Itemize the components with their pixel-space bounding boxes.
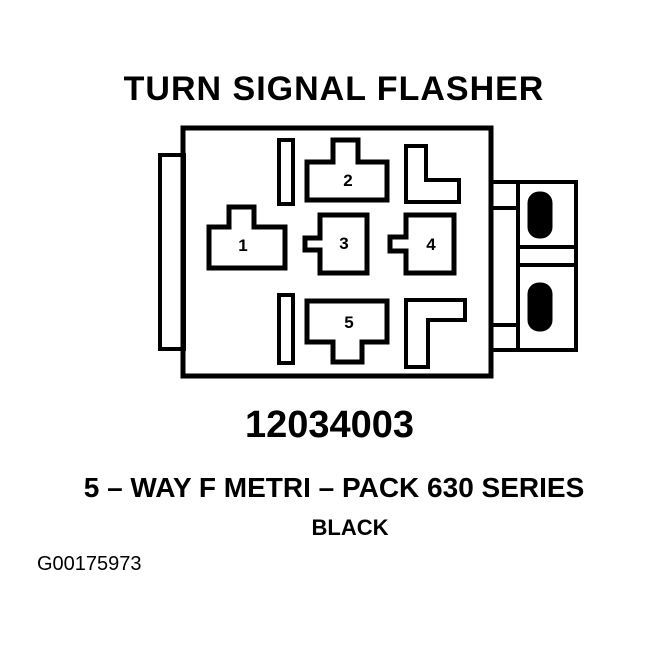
- right-latch-divider: [491, 206, 520, 327]
- key-l-bottom-right: [404, 298, 467, 369]
- pin-label-3: 3: [339, 234, 348, 253]
- right-latch-lower: [516, 263, 578, 352]
- pin-label-1: 1: [238, 236, 247, 255]
- key-slot-bottom-left: [277, 293, 295, 365]
- pin-label-2: 2: [343, 171, 352, 190]
- figure-id: G00175973: [37, 553, 142, 575]
- pin-cavity-4: [387, 212, 457, 276]
- pin-cavity-5: [304, 298, 390, 365]
- upper-slot: [527, 191, 553, 239]
- connector-color: BLACK: [311, 515, 389, 540]
- key-l-top-right: [404, 144, 461, 204]
- part-number: 12034003: [245, 404, 415, 446]
- pin-cavity-3: [302, 212, 370, 276]
- left-latch: [158, 153, 186, 351]
- pin-label-4: 4: [426, 235, 436, 254]
- pin-cavity-2: [304, 137, 390, 203]
- connector-description: 5 – WAY F METRI – PACK 630 SERIES: [83, 472, 585, 503]
- diagram-title: TURN SIGNAL FLASHER: [123, 70, 545, 108]
- connector-housing: [180, 125, 494, 379]
- pin-label-5: 5: [344, 313, 353, 332]
- lower-slot: [527, 282, 553, 332]
- right-latch-upper: [516, 180, 578, 249]
- pin-cavity-1: [206, 204, 288, 271]
- key-slot-top-left: [277, 138, 295, 206]
